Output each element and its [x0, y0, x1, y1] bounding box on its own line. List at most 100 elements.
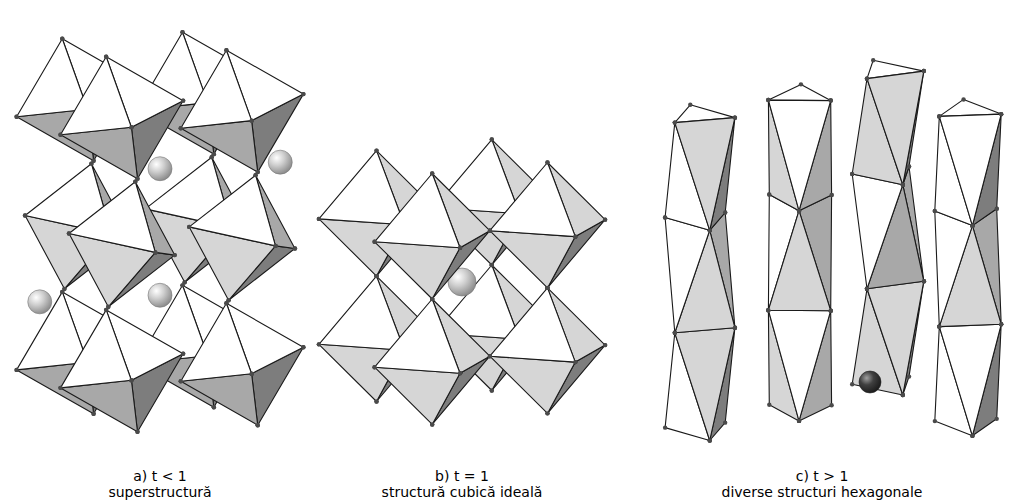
- caption-text: diverse structuri hexagonale: [722, 484, 923, 500]
- vertex-dot: [573, 234, 577, 238]
- face-polygon: [319, 151, 405, 225]
- vertex-dot: [60, 37, 64, 41]
- face-polygon: [189, 175, 275, 246]
- vertex-dot: [797, 209, 801, 213]
- vertex-dot: [828, 98, 832, 102]
- face-polygon: [17, 292, 88, 370]
- vertex-dot: [865, 76, 869, 80]
- vertex-dot: [573, 360, 577, 364]
- vertex-dot: [603, 343, 607, 347]
- vertex-dot: [688, 103, 692, 107]
- vertex-dot: [797, 209, 801, 213]
- vertex-dot: [922, 69, 926, 73]
- vertex-dot: [828, 309, 832, 313]
- caption-text: b) t = 1: [435, 468, 489, 484]
- vertex-dot: [922, 69, 926, 73]
- vertex-dot: [999, 322, 1003, 326]
- vertex-dot: [256, 423, 260, 427]
- vertex-dot: [488, 354, 492, 358]
- vertex-dot: [901, 183, 905, 187]
- vertex-dot: [430, 297, 434, 301]
- vertex-dot: [733, 326, 737, 330]
- a-site-atom: [859, 371, 881, 393]
- face-polygon: [665, 218, 710, 333]
- atom-ball: [268, 150, 292, 174]
- vertex-dot: [129, 378, 133, 382]
- vertex-dot: [256, 423, 260, 427]
- vertex-dot: [172, 253, 176, 257]
- vertex-dot: [766, 308, 770, 312]
- vertex-dot: [673, 120, 677, 124]
- vertex-dot: [708, 228, 712, 232]
- vertex-dot: [488, 229, 492, 233]
- vertex-dot: [58, 133, 62, 137]
- vertex-dot: [970, 434, 974, 438]
- vertex-dot: [256, 170, 260, 174]
- vertex-dot: [829, 193, 833, 197]
- vertex-dot: [733, 326, 737, 330]
- face-polygon: [181, 374, 258, 426]
- vertex-dot: [430, 422, 434, 426]
- vertex-dot: [663, 215, 667, 219]
- vertex-dot: [249, 118, 253, 122]
- vertex-dot: [708, 228, 712, 232]
- vertex-dot: [62, 287, 66, 291]
- vertex-dot: [23, 213, 27, 217]
- vertex-dot: [828, 98, 832, 102]
- vertex-dot: [129, 125, 133, 129]
- face-polygon: [181, 303, 252, 381]
- vertex-dot: [907, 164, 911, 168]
- vertex-dot: [922, 279, 926, 283]
- octahedron-face: [663, 215, 712, 335]
- vertex-dot: [135, 430, 139, 434]
- vertex-dot: [153, 250, 157, 254]
- octahedron-face: [67, 180, 158, 255]
- face-polygon: [375, 299, 460, 373]
- vertex-dot: [91, 158, 95, 162]
- vertex-dot: [249, 118, 253, 122]
- face-polygon: [852, 174, 903, 289]
- vertex-dot: [62, 287, 66, 291]
- vertex-dot: [181, 98, 185, 102]
- a-site-atom: [148, 283, 172, 307]
- vertex-dot: [249, 118, 253, 122]
- vertex-dot: [180, 30, 184, 34]
- vertex-dot: [603, 343, 607, 347]
- octahedron-face: [865, 69, 926, 187]
- vertex-dot: [129, 125, 133, 129]
- vertex-dot: [901, 183, 905, 187]
- vertex-dot: [573, 234, 577, 238]
- vertex-dot: [766, 98, 770, 102]
- vertex-dot: [995, 206, 999, 210]
- octahedron-face: [937, 322, 1003, 438]
- octahedron-face: [488, 160, 578, 239]
- octahedron-face: [766, 209, 833, 313]
- vertex-dot: [488, 354, 492, 358]
- face-polygon: [939, 114, 1001, 226]
- vertex-dot: [937, 324, 941, 328]
- vertex-dot: [374, 274, 378, 278]
- octahedra-column: [766, 82, 834, 423]
- vertex-dot: [573, 234, 577, 238]
- face-polygon: [69, 182, 155, 253]
- octahedron-face: [766, 98, 833, 213]
- vertex-dot: [545, 160, 549, 164]
- vertex-dot: [249, 372, 253, 376]
- face-polygon: [181, 50, 252, 128]
- vertex-dot: [673, 331, 677, 335]
- vertex-dot: [937, 324, 941, 328]
- vertex-dot: [708, 228, 712, 232]
- vertex-dot: [723, 420, 727, 424]
- vertex-dot: [135, 430, 139, 434]
- octahedron-face: [673, 115, 737, 232]
- vertex-dot: [545, 286, 549, 290]
- vertex-dot: [901, 183, 905, 187]
- vertex-dot: [723, 210, 727, 214]
- vertex-dot: [766, 308, 770, 312]
- vertex-dot: [545, 286, 549, 290]
- vertex-dot: [828, 309, 832, 313]
- vertex-dot: [458, 371, 462, 375]
- vertex-dot: [187, 225, 191, 229]
- vertex-dot: [673, 331, 677, 335]
- vertex-dot: [374, 399, 378, 403]
